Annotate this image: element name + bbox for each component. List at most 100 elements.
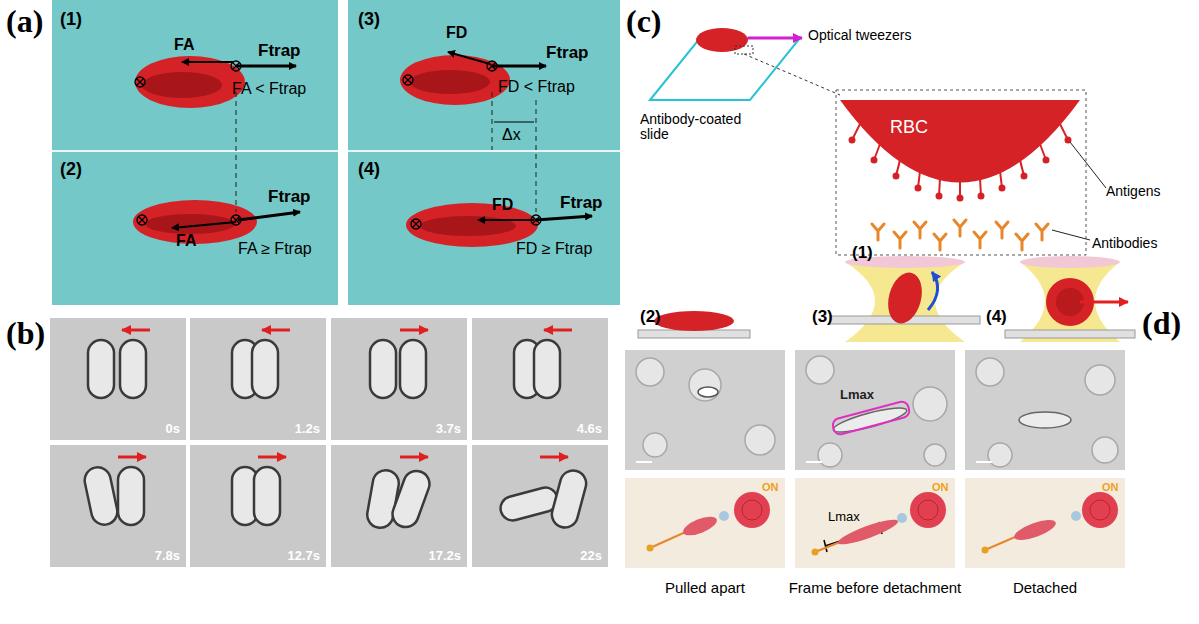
length-bracket <box>636 400 992 552</box>
micrograph-frame <box>965 478 1125 568</box>
dashed-guide <box>236 92 237 212</box>
cell-pair <box>118 467 144 525</box>
antigen <box>1066 138 1071 143</box>
pulling-schematic <box>982 547 989 554</box>
direction-arrow <box>122 329 150 332</box>
force-arrow <box>478 219 534 221</box>
panel-a-image <box>348 150 620 152</box>
panel-a-image <box>348 0 620 305</box>
trap-marker <box>135 77 145 87</box>
annotation-label: FD ≥ Ftrap <box>516 240 592 258</box>
cell-outline <box>913 387 947 421</box>
annotation-label: (4) <box>358 160 380 180</box>
antibody <box>954 220 966 236</box>
annotation-label: FD <box>492 196 513 214</box>
antigen <box>1022 174 1027 179</box>
pulling-schematic <box>815 542 840 552</box>
cell-pair <box>120 340 146 398</box>
annotation-label: FD < Ftrap <box>498 78 575 96</box>
cell-outline <box>988 443 1012 467</box>
annotation-label: Detached <box>1013 580 1077 597</box>
micrograph-frame <box>472 318 608 440</box>
cell-outline <box>924 444 946 466</box>
force-arrow <box>236 65 296 68</box>
micrograph-frame <box>50 445 186 567</box>
micrograph-frame: 1.2s <box>190 318 326 440</box>
time-stamp: 12.7s <box>287 548 320 563</box>
leader-line <box>1052 142 1106 240</box>
cell-pair <box>82 340 589 531</box>
micrograph-frame <box>331 318 467 440</box>
time-stamp: 4.6s <box>577 421 602 436</box>
antibody <box>1036 224 1048 240</box>
micrograph-frame: 12.7s <box>190 445 326 567</box>
cell-pair <box>252 340 278 398</box>
tweezers-arrow <box>748 37 802 40</box>
annotation-label: Pulled apart <box>665 580 745 597</box>
length-bracket <box>806 461 822 463</box>
micrograph-frame <box>190 318 326 440</box>
antibody <box>872 220 1048 250</box>
cell-outline <box>698 387 718 397</box>
annotation-label: FA <box>176 232 196 250</box>
pulling-schematic <box>681 513 720 539</box>
force-arrow <box>536 216 592 220</box>
side-view-slide <box>845 262 965 342</box>
antigen <box>894 174 899 179</box>
annotation-label: (2) <box>60 160 82 180</box>
time-stamp: 3.7s <box>436 421 461 436</box>
direction-arrow <box>540 456 568 459</box>
annotation-label: Ftrap <box>268 188 311 207</box>
force-arrow <box>238 212 300 220</box>
trap-marker <box>231 215 241 225</box>
length-bracket <box>636 461 652 463</box>
micrograph-frame: 22s <box>472 445 608 567</box>
antigen <box>958 196 963 201</box>
cell-pair <box>389 467 433 530</box>
red-blood-cell <box>135 56 245 108</box>
pulling-schematic <box>1012 516 1058 544</box>
micrograph-frame <box>472 445 608 567</box>
micrograph-frame: 3.7s <box>331 318 467 440</box>
cell-outline <box>976 358 1004 386</box>
trap-marker <box>403 75 413 85</box>
red-blood-cell <box>145 214 235 234</box>
time-stamp: 7.8s <box>155 548 180 563</box>
time-stamp: 1.2s <box>295 421 320 436</box>
annotation-label: Optical tweezers <box>808 28 911 43</box>
pulling-schematic <box>719 511 729 521</box>
force-arrow <box>172 52 592 228</box>
direction-arrow <box>400 456 428 459</box>
annotation-label: (1) <box>852 244 873 263</box>
antibody-slide <box>735 46 753 54</box>
annotation-label: (1) <box>60 10 82 30</box>
pulling-schematic <box>647 545 654 552</box>
leader-line <box>1052 230 1090 240</box>
direction-arrow <box>400 329 428 332</box>
antibody <box>894 232 906 248</box>
pulling-schematic <box>647 492 1119 556</box>
cell-pair <box>82 465 119 527</box>
trap-marker <box>487 61 497 71</box>
cell-outline <box>745 425 775 455</box>
annotation-label: Antibodies <box>1092 236 1157 251</box>
annotation-label: Ftrap <box>258 42 301 61</box>
cell-outline <box>806 356 834 384</box>
pulling-schematic <box>742 500 762 520</box>
annotation-label: Antigens <box>1106 184 1160 199</box>
panel-letter: (b) <box>6 316 45 351</box>
panel-letter: (c) <box>626 4 662 39</box>
side-view-slide <box>1005 330 1135 338</box>
antigen <box>1044 158 1049 163</box>
pulling-schematic <box>1090 500 1110 520</box>
annotation-label: FA <box>174 36 194 54</box>
side-view-slide <box>638 330 750 338</box>
length-bracket <box>976 461 992 463</box>
pulling-schematic <box>812 549 819 556</box>
red-blood-cell <box>142 72 222 98</box>
trap-marker <box>137 215 147 225</box>
cell-outline <box>643 433 667 457</box>
annotation-label: (2) <box>640 308 661 327</box>
